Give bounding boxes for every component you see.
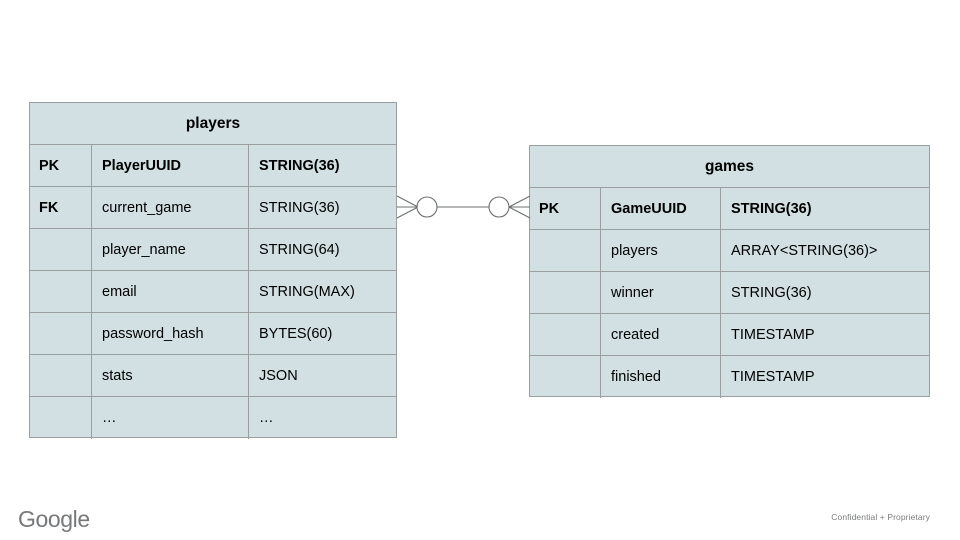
entity-row[interactable]: player_name STRING(64) [30,229,396,271]
column-name: PlayerUUID [92,145,249,186]
entity-row[interactable]: … … [30,397,396,439]
column-type: JSON [259,367,298,384]
crows-foot-prong-right-lower [508,206,531,219]
relationship-connector-players-games[interactable] [393,186,533,228]
entity-table-games[interactable]: games PK GameUUID STRING(36) players ARR… [529,145,930,398]
column-key [30,355,92,396]
confidentiality-note: Confidential + Proprietary [831,512,930,522]
column-key: FK [30,187,92,228]
column-name: created [601,314,721,355]
column-name: email [92,271,249,312]
column-type: … [259,410,274,426]
column-type: STRING(36) [259,199,340,216]
column-type: TIMESTAMP [731,369,815,385]
column-key [530,230,601,271]
optionality-circle-right [488,196,510,218]
column-type: STRING(36) [259,157,340,174]
entity-row[interactable]: PK GameUUID STRING(36) [530,188,929,230]
column-key: PK [530,188,601,229]
entity-row[interactable]: email STRING(MAX) [30,271,396,313]
column-name: password_hash [92,313,249,354]
column-name: … [92,397,249,439]
column-type: STRING(64) [259,241,340,258]
column-key [30,271,92,312]
column-type: ARRAY<STRING(36)> [731,242,878,259]
column-type: STRING(MAX) [259,283,355,300]
column-type: STRING(36) [731,200,812,217]
entity-title-games: games [530,146,929,188]
column-key [30,397,92,439]
entity-row[interactable]: PK PlayerUUID STRING(36) [30,145,396,187]
column-key [530,272,601,313]
column-type: STRING(36) [731,284,812,301]
column-key [530,356,601,398]
entity-title-players: players [30,103,396,145]
entity-row[interactable]: FK current_game STRING(36) [30,187,396,229]
column-key [530,314,601,355]
column-name: current_game [92,187,249,228]
crows-foot-prong-right-upper [508,195,531,208]
column-type: TIMESTAMP [731,326,815,343]
column-name: player_name [92,229,249,270]
column-key: PK [30,145,92,186]
column-key [30,313,92,354]
optionality-circle-left [416,196,438,218]
entity-row[interactable]: stats JSON [30,355,396,397]
column-key [30,229,92,270]
entity-row[interactable]: password_hash BYTES(60) [30,313,396,355]
entity-row[interactable]: finished TIMESTAMP [530,356,929,398]
column-name: players [601,230,721,271]
column-name: finished [601,356,721,398]
column-name: GameUUID [601,188,721,229]
column-type: BYTES(60) [259,325,333,342]
entity-table-players[interactable]: players PK PlayerUUID STRING(36) FK curr… [29,102,397,439]
entity-row[interactable]: players ARRAY<STRING(36)> [530,230,929,272]
column-name: winner [601,272,721,313]
crows-foot-prong-left-lower [396,206,419,219]
crows-foot-prong-left-upper [396,195,419,208]
entity-row[interactable]: winner STRING(36) [530,272,929,314]
entity-row[interactable]: created TIMESTAMP [530,314,929,356]
google-logo: Google [18,506,90,532]
column-name: stats [92,355,249,396]
